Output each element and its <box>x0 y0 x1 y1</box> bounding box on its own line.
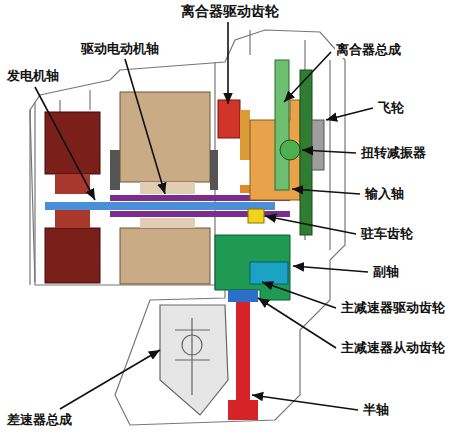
bearing <box>210 150 218 190</box>
part-label: 离合器驱动齿轮 <box>180 3 280 19</box>
part-label: 主减速器从动齿轮 <box>340 340 446 356</box>
final-driven-gear <box>228 290 258 302</box>
leader-line <box>293 266 368 272</box>
part-label: 飞轮 <box>377 100 405 116</box>
part-label: 副轴 <box>372 264 400 280</box>
leader-line <box>252 395 358 410</box>
generator-rotor <box>55 210 90 228</box>
generator <box>45 112 100 283</box>
motor-rotor <box>140 218 195 228</box>
clutch-drive-gear <box>218 100 240 138</box>
generator-stator-bottom <box>45 228 100 283</box>
part-label: 离合器总成 <box>335 42 402 58</box>
part-label: 半轴 <box>362 402 390 418</box>
clutch-hub <box>240 110 250 160</box>
differential-gear <box>175 318 210 395</box>
leader-line <box>302 150 356 153</box>
part-label: 驻车齿轮 <box>360 226 414 242</box>
generator-shaft <box>45 202 275 210</box>
bearing <box>110 150 120 190</box>
housing-outline <box>30 30 345 425</box>
leader-line <box>125 59 165 194</box>
clutch-and-flywheel <box>218 60 324 235</box>
final-drive-gear <box>250 262 288 284</box>
leader-line <box>262 282 336 308</box>
part-label: 驱动电动机轴 <box>80 41 160 57</box>
gear-train <box>215 209 290 420</box>
clutch-assembly <box>275 60 289 190</box>
part-label: 扭转减振器 <box>360 145 427 161</box>
flywheel-ring <box>312 120 324 170</box>
flywheel <box>300 70 312 235</box>
differential-case <box>160 305 228 415</box>
leader-line <box>60 350 160 409</box>
part-label: 发电机轴 <box>6 68 60 84</box>
part-label: 输入轴 <box>364 186 405 202</box>
leader-line <box>35 87 95 200</box>
leader-line <box>326 108 373 120</box>
housing <box>30 30 345 425</box>
leader-line <box>258 298 336 348</box>
motor-rotor <box>140 182 195 194</box>
half-shaft <box>236 302 250 402</box>
motor-stator-top <box>120 92 210 182</box>
leader-line <box>265 216 356 234</box>
torsional-damper <box>280 140 300 160</box>
motor-stator-bottom <box>120 228 210 284</box>
leader-line <box>284 52 331 102</box>
differential <box>160 305 228 415</box>
leader-lines <box>35 22 373 410</box>
half-shaft-flange <box>228 400 258 420</box>
housing-wall <box>30 102 35 285</box>
leader-line <box>292 189 360 194</box>
part-label: 主减速器驱动齿轮 <box>340 300 446 316</box>
leader-line <box>227 22 229 104</box>
part-label: 差速器总成 <box>6 412 73 428</box>
differential-pinion <box>182 335 202 355</box>
generator-rotor <box>55 174 90 194</box>
parking-gear <box>248 209 264 223</box>
